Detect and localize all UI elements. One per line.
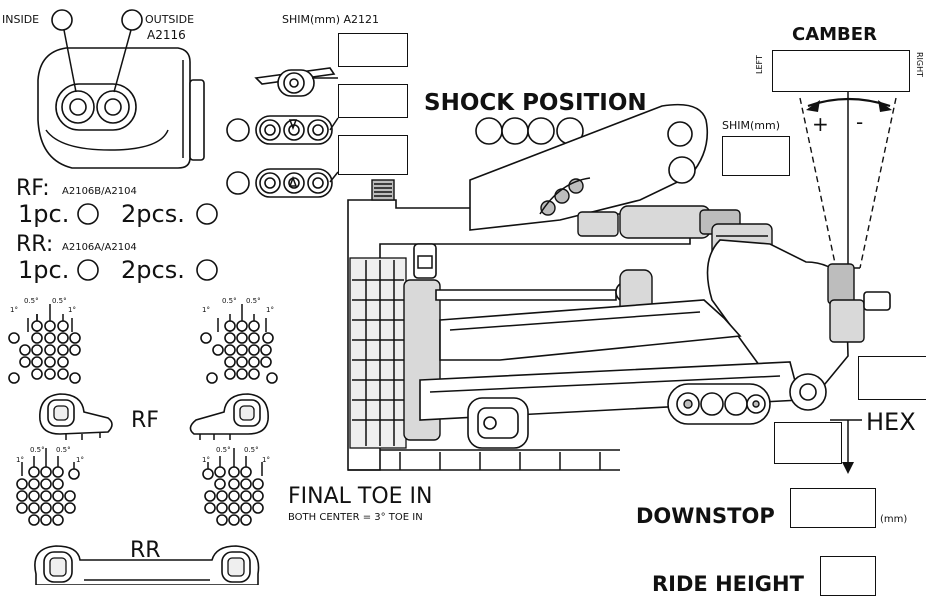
shim-right-input[interactable] <box>722 136 790 176</box>
ride-height-label: RIDE HEIGHT <box>652 572 804 596</box>
downstop-label: DOWNSTOP <box>636 504 775 528</box>
downstop-unit: (mm) <box>880 514 908 525</box>
rf-right-angle-1-a: 1° <box>202 306 210 314</box>
rf-toe-circles-left <box>8 304 81 384</box>
rr-right-angle-05-b: 0.5° <box>244 446 259 454</box>
shock-position-circles <box>475 117 584 145</box>
shim-input-3[interactable] <box>338 135 408 175</box>
rr-plate <box>34 545 260 585</box>
shim-top-label: SHIM(mm) A2121 <box>282 13 380 26</box>
shock-position-title: SHOCK POSITION <box>424 90 647 116</box>
hex-input[interactable] <box>774 422 842 464</box>
rf-plates <box>39 393 269 440</box>
rr-right-angle-1-b: 1° <box>262 456 270 464</box>
rr-right-angle-05-a: 0.5° <box>216 446 231 454</box>
hub-carrier-drawing <box>37 9 205 169</box>
rf-left-angle-05-b: 0.5° <box>52 297 67 305</box>
rf-label: RF: <box>16 176 50 201</box>
camber-plus: + <box>812 112 829 136</box>
rf-1pc-label: 1pc. <box>18 200 70 228</box>
rr-1pc-label: 1pc. <box>18 256 70 284</box>
suspension-assembly-drawing <box>347 103 891 474</box>
shim-arm-drawing <box>226 67 339 198</box>
rf-rr-option-circles <box>77 203 218 281</box>
rf-part-number: A2106B/A2104 <box>62 186 137 197</box>
rf-left-angle-05-a: 0.5° <box>24 297 39 305</box>
rr-left-angle-05-b: 0.5° <box>56 446 71 454</box>
camber-left-label: LEFT <box>755 55 764 74</box>
downstop-input[interactable] <box>790 488 876 528</box>
rr-2pcs-label: 2pcs. <box>121 256 185 284</box>
rf-right-angle-1-b: 1° <box>266 306 274 314</box>
rf-left-angle-1-a: 1° <box>10 306 18 314</box>
rf-plate-label: RF <box>131 408 159 433</box>
camber-minus: - <box>856 110 864 134</box>
rr-toe-circles-right <box>202 448 264 526</box>
rr-left-angle-05-a: 0.5° <box>30 446 45 454</box>
camber-title: CAMBER <box>792 24 877 45</box>
hex-label: HEX <box>866 408 916 436</box>
outside-label: OUTSIDE <box>145 13 195 26</box>
knuckle-input[interactable] <box>858 356 926 400</box>
ride-height-input[interactable] <box>820 556 876 596</box>
shim-right-label: SHIM(mm) <box>722 119 781 132</box>
camber-input[interactable] <box>772 50 910 92</box>
rf-2pcs-label: 2pcs. <box>121 200 185 228</box>
rr-toe-circles-left <box>16 448 80 526</box>
rr-label: RR: <box>16 232 54 257</box>
inside-label: INSIDE <box>2 13 40 26</box>
outside-part-number: A2116 <box>147 28 186 42</box>
rr-part-number: A2106A/A2104 <box>62 242 137 253</box>
rf-right-angle-05-b: 0.5° <box>246 297 261 305</box>
rf-toe-circles-right <box>200 304 278 384</box>
final-toe-title: FINAL TOE IN <box>288 484 433 509</box>
rr-left-angle-1-b: 1° <box>76 456 84 464</box>
rr-left-angle-1-a: 1° <box>16 456 24 464</box>
rr-right-angle-1-a: 1° <box>202 456 210 464</box>
final-toe-note: BOTH CENTER = 3° TOE IN <box>288 512 423 523</box>
camber-right-label: RIGHT <box>915 52 924 78</box>
rf-right-angle-05-a: 0.5° <box>222 297 237 305</box>
rr-plate-label: RR <box>130 538 161 563</box>
shim-input-2[interactable] <box>338 84 408 118</box>
shim-input-1[interactable] <box>338 33 408 67</box>
rf-left-angle-1-b: 1° <box>68 306 76 314</box>
